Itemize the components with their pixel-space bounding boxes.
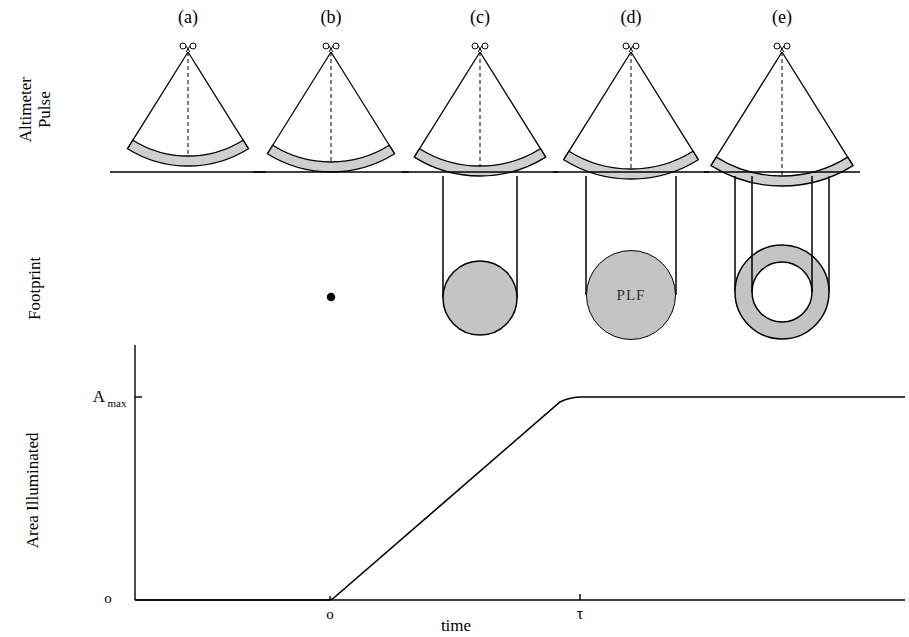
- antenna-symbol: [472, 43, 478, 49]
- antenna-symbol: [623, 43, 629, 49]
- beam-edge: [782, 52, 853, 166]
- projection-line: [585, 176, 587, 295]
- projection-line: [811, 176, 813, 292]
- beam-edge: [128, 52, 188, 149]
- beam-edge: [564, 52, 631, 160]
- axis-value: τ: [577, 605, 583, 623]
- axis-tick: [135, 396, 142, 397]
- footprint-drawings: [328, 176, 830, 339]
- pulse-panel: [110, 43, 266, 172]
- sea-surface: [110, 171, 266, 172]
- antenna-symbol: [186, 46, 190, 52]
- panel-letter: (c): [470, 8, 490, 28]
- axis-value: o: [326, 606, 334, 623]
- antenna-symbol: [633, 43, 639, 49]
- sea-surface: [402, 171, 558, 172]
- antenna-symbol: [329, 46, 333, 52]
- antenna-symbol: [482, 43, 488, 49]
- beam-edge: [480, 52, 546, 157]
- area-curve: [135, 397, 905, 600]
- projection-line: [442, 176, 444, 298]
- beam-edge: [331, 52, 395, 154]
- antenna-symbol: [780, 46, 784, 52]
- antenna-symbol: [780, 46, 784, 52]
- sea-surface: [553, 171, 709, 172]
- footprint-label: PLF: [617, 287, 646, 304]
- projection-line: [675, 176, 677, 295]
- axis-tick: [579, 594, 580, 600]
- antenna-symbol: [774, 43, 780, 49]
- beam-edge: [711, 52, 782, 166]
- axis-title: Area Illuminated: [25, 432, 44, 548]
- antenna-symbol: [478, 46, 482, 52]
- beam-edge: [188, 52, 248, 149]
- pulse-panel: [253, 43, 409, 172]
- sea-surface: [253, 171, 409, 172]
- panel-letter: (d): [621, 8, 642, 28]
- y-axis: [134, 345, 135, 600]
- antenna-symbol: [629, 46, 633, 52]
- antenna-symbol: [190, 43, 196, 49]
- pulse-panel: [553, 43, 709, 179]
- pulse-panel: [402, 43, 558, 176]
- pulse-panels: [110, 43, 860, 186]
- antenna-symbol: [323, 43, 329, 49]
- antenna-symbol: [329, 46, 333, 52]
- axis-value: A: [93, 388, 105, 407]
- antenna-symbol: [180, 43, 186, 49]
- sea-surface: [704, 171, 860, 172]
- beam-edge: [414, 52, 480, 157]
- nadir-line: [331, 52, 332, 162]
- antenna-symbol: [478, 46, 482, 52]
- footprint-dot: [328, 294, 335, 301]
- projection-line: [751, 176, 753, 292]
- nadir-line: [480, 52, 481, 166]
- antenna-symbol: [784, 43, 790, 49]
- nadir-line: [782, 52, 783, 176]
- footprint-annulus: [735, 245, 829, 339]
- footprint-disc: [443, 261, 517, 335]
- axis-value: o: [104, 590, 112, 607]
- projection-line: [828, 176, 830, 292]
- footprint-disc: PLF: [586, 250, 676, 340]
- beam-edge: [631, 52, 698, 160]
- nadir-line: [631, 52, 632, 169]
- antenna-symbol: [333, 43, 339, 49]
- axis-subscript: max: [108, 397, 127, 409]
- antenna-symbol: [629, 46, 633, 52]
- projection-line: [516, 176, 518, 298]
- panel-letter: (e): [772, 8, 792, 28]
- antenna-symbol: [186, 46, 190, 52]
- nadir-line: [188, 52, 189, 156]
- row-label: Footprint: [27, 256, 46, 319]
- area-graph: [135, 345, 905, 600]
- panel-letter: (b): [321, 8, 342, 28]
- panel-letter: (a): [178, 8, 198, 28]
- axis-title: time: [441, 617, 471, 636]
- beam-edge: [267, 52, 331, 154]
- pulse-panel: [704, 43, 860, 186]
- projection-line: [734, 176, 736, 292]
- row-label: Altimeter Pulse: [17, 71, 54, 149]
